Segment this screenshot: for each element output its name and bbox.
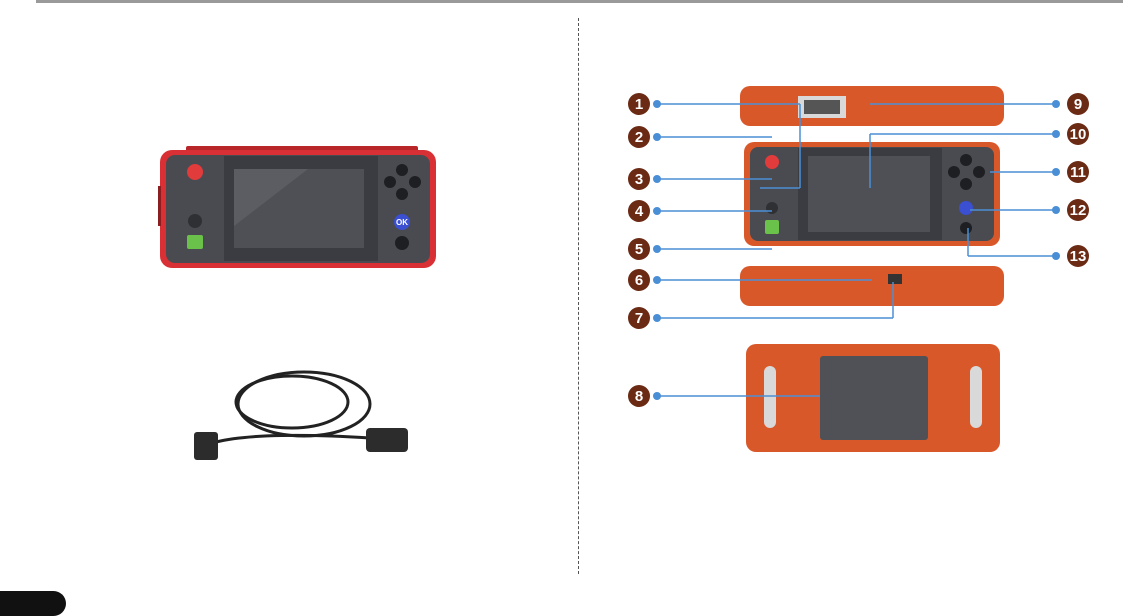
callout-10: 10 [1067,123,1089,145]
svg-text:5: 5 [635,241,643,258]
svg-text:11: 11 [1070,164,1086,181]
callout-7: 7 [628,307,650,329]
back-icon[interactable] [395,236,409,250]
callout-4: 4 [628,200,650,222]
callout-9: 9 [1067,93,1089,115]
svg-text:4: 4 [635,203,644,220]
column-divider [578,18,579,574]
svg-text:2: 2 [635,129,643,146]
svg-text:3: 3 [635,171,643,188]
home-icon[interactable] [188,214,202,228]
callout-3: 3 [628,168,650,190]
svg-text:13: 13 [1070,248,1087,265]
page-tab [0,591,66,616]
callout-1: 1 [628,93,650,115]
callout-11: 11 [1067,161,1089,183]
power-icon[interactable] [187,164,203,180]
svg-text:7: 7 [635,310,643,327]
svg-text:9: 9 [1074,96,1082,113]
device-top-view [738,84,1006,130]
device-bottom-view [738,264,1006,310]
svg-text:1: 1 [635,96,643,113]
callout-12: 12 [1067,199,1089,221]
svg-text:10: 10 [1070,126,1087,143]
callout-5: 5 [628,238,650,260]
callout-13: 13 [1067,245,1089,267]
svg-text:8: 8 [635,388,643,405]
svg-text:6: 6 [635,272,643,289]
top-rule [36,0,1123,3]
callout-6: 6 [628,269,650,291]
device-front-labeled [742,140,1002,248]
ok-button-label: OK [396,218,408,227]
callout-2: 2 [628,126,650,148]
device-back-view [744,342,1002,454]
diagnostic-cable-image [188,364,418,466]
callout-8: 8 [628,385,650,407]
svg-text:12: 12 [1070,202,1087,219]
device-front-image: OK [158,146,438,270]
